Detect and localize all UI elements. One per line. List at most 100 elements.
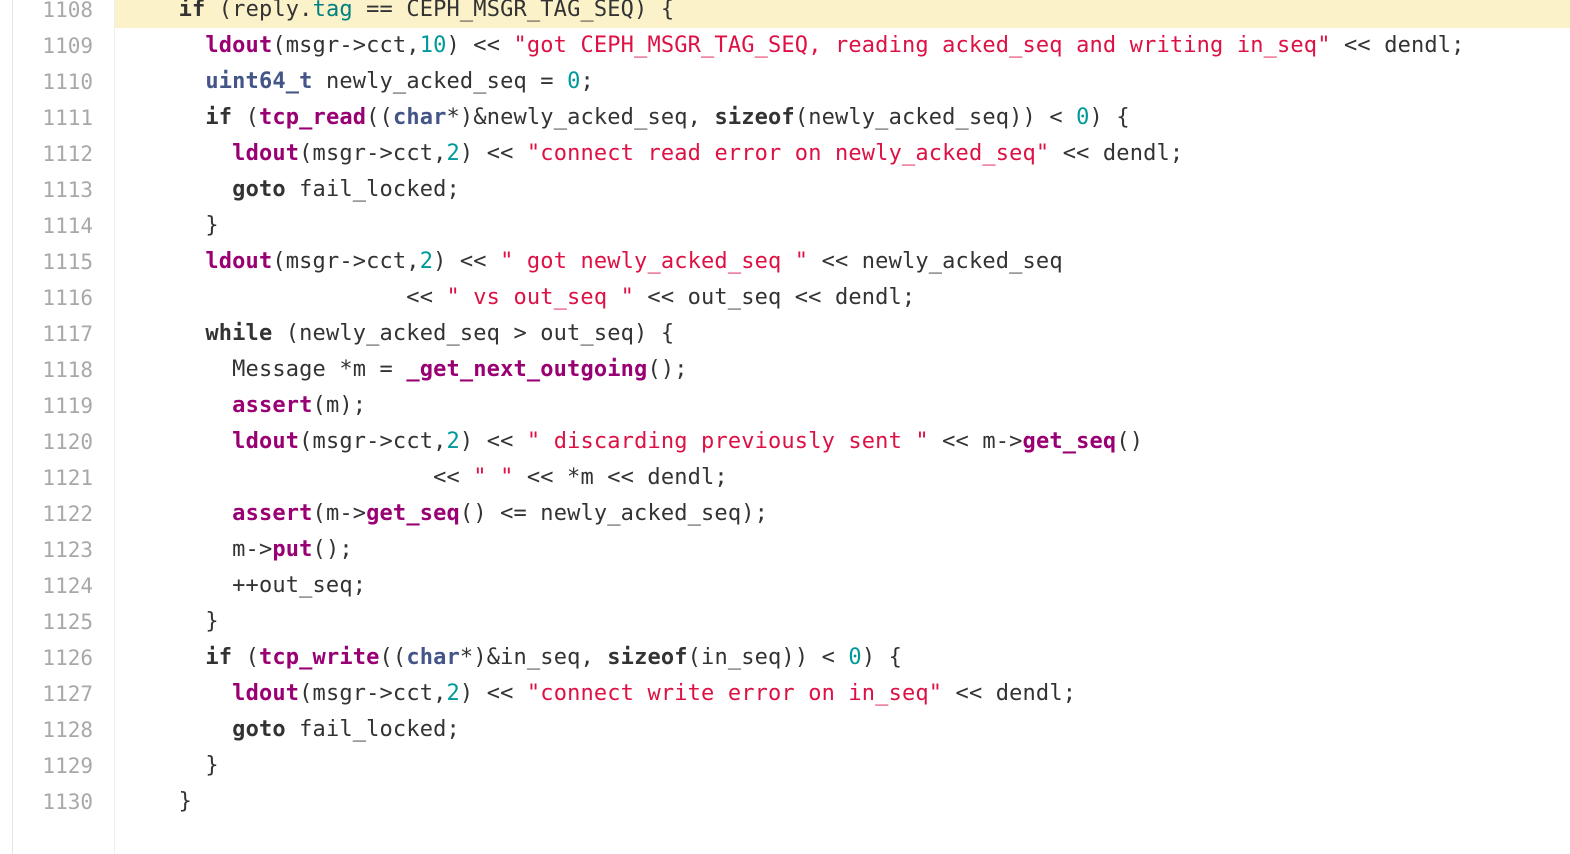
code-token: (msgr->cct, [299, 681, 447, 706]
code-token [125, 141, 232, 166]
code-token: (msgr->cct, [272, 249, 420, 274]
code-text: goto fail_locked; [115, 172, 1570, 208]
code-token [125, 645, 205, 670]
code-line: 1108 if (reply.tag == CEPH_MSGR_TAG_SEQ)… [0, 0, 1570, 28]
code-token: << [125, 285, 447, 310]
line-number[interactable]: 1119 [42, 394, 93, 418]
code-token: fail_locked; [285, 717, 460, 742]
code-token: () <= newly_acked_seq); [459, 501, 769, 526]
code-token: ldout [232, 429, 300, 454]
code-token: () [1116, 429, 1144, 454]
line-number[interactable]: 1128 [42, 718, 93, 742]
code-token: assert [232, 393, 313, 418]
code-token: Message *m = [125, 357, 407, 382]
line-number[interactable]: 1126 [42, 646, 93, 670]
code-token: "got CEPH_MSGR_TAG_SEQ, reading acked_se… [513, 33, 1331, 58]
code-token [125, 393, 232, 418]
line-number[interactable]: 1113 [42, 178, 93, 202]
code-token: *)&in_seq, [459, 645, 608, 670]
code-token: 0 [1076, 105, 1090, 130]
code-token: " discarding previously sent " [526, 429, 929, 454]
code-text: Message *m = _get_next_outgoing(); [115, 352, 1570, 388]
code-token: << dendl; [942, 681, 1077, 706]
code-token [125, 321, 205, 346]
code-text: assert(m); [115, 388, 1570, 424]
code-line: 1124 ++out_seq; [0, 568, 1570, 604]
code-token: (( [379, 645, 407, 670]
code-token: tag [312, 0, 353, 22]
line-number[interactable]: 1115 [42, 250, 93, 274]
line-number[interactable]: 1122 [42, 502, 93, 526]
code-token: ) << [459, 141, 527, 166]
code-text: if (tcp_write((char*)&in_seq, sizeof(in_… [115, 640, 1570, 676]
code-text: ldout(msgr->cct,2) << "connect read erro… [115, 136, 1570, 172]
code-text: uint64_t newly_acked_seq = 0; [115, 64, 1570, 100]
line-number[interactable]: 1116 [42, 286, 93, 310]
code-token: newly_acked_seq = [312, 69, 568, 94]
line-number[interactable]: 1127 [42, 682, 93, 706]
line-number[interactable]: 1120 [42, 430, 93, 454]
code-token: << [125, 465, 474, 490]
line-number[interactable]: 1130 [42, 790, 93, 814]
code-token: (newly_acked_seq > out_seq) { [272, 321, 675, 346]
code-token [125, 33, 205, 58]
code-token: goto [232, 717, 286, 742]
code-line: 1110 uint64_t newly_acked_seq = 0; [0, 64, 1570, 100]
code-token: char [392, 105, 447, 130]
code-line: 1120 ldout(msgr->cct,2) << " discarding … [0, 424, 1570, 460]
code-token: (reply. [205, 0, 313, 22]
code-text: if (tcp_read((char*)&newly_acked_seq, si… [115, 100, 1570, 136]
code-token: } [125, 609, 219, 634]
code-token: 10 [419, 33, 447, 58]
line-number[interactable]: 1124 [42, 574, 93, 598]
code-line: 1112 ldout(msgr->cct,2) << "connect read… [0, 136, 1570, 172]
code-token: " vs out_seq " [446, 285, 635, 310]
code-token: assert [232, 501, 313, 526]
line-number[interactable]: 1121 [42, 466, 93, 490]
code-line: 1123 m->put(); [0, 532, 1570, 568]
code-token [125, 0, 179, 22]
line-number[interactable]: 1111 [42, 106, 93, 130]
line-number[interactable]: 1110 [42, 70, 93, 94]
line-number[interactable]: 1109 [42, 34, 93, 58]
line-number[interactable]: 1117 [42, 322, 93, 346]
line-number[interactable]: 1118 [42, 358, 93, 382]
line-number-gutter [13, 0, 115, 854]
code-text: goto fail_locked; [115, 712, 1570, 748]
code-token [125, 105, 205, 130]
line-number[interactable]: 1112 [42, 142, 93, 166]
line-number[interactable]: 1108 [42, 0, 93, 22]
code-token: << newly_acked_seq [808, 249, 1063, 274]
code-token: (m); [312, 393, 367, 418]
code-token [125, 177, 232, 202]
line-number[interactable]: 1129 [42, 754, 93, 778]
line-number[interactable]: 1114 [42, 214, 93, 238]
code-token: tcp_read [258, 105, 367, 130]
code-text: << " vs out_seq " << out_seq << dendl; [115, 280, 1570, 316]
code-token: ( [232, 105, 259, 130]
code-token: << out_seq << dendl; [634, 285, 916, 310]
code-token [125, 249, 205, 274]
line-number[interactable]: 1125 [42, 610, 93, 634]
code-token: (in_seq)) < [687, 645, 849, 670]
code-text: } [115, 604, 1570, 640]
line-number[interactable]: 1123 [42, 538, 93, 562]
code-token: ) << [446, 33, 514, 58]
code-text: ldout(msgr->cct,2) << " got newly_acked_… [115, 244, 1570, 280]
code-token: (); [312, 537, 353, 562]
code-token: sizeof [607, 645, 688, 670]
code-text: } [115, 208, 1570, 244]
code-token: 2 [419, 249, 434, 274]
code-line: 1128 goto fail_locked; [0, 712, 1570, 748]
code-token: (( [366, 105, 393, 130]
code-token: 2 [446, 141, 460, 166]
code-token: } [125, 789, 192, 814]
code-token: (msgr->cct, [299, 141, 447, 166]
code-token: } [125, 213, 219, 238]
code-token: 0 [567, 69, 581, 94]
code-token: ldout [232, 141, 300, 166]
code-token: ) << [459, 429, 527, 454]
code-token: ) << [459, 681, 527, 706]
code-token: tcp_write [258, 645, 380, 670]
code-token [125, 501, 232, 526]
